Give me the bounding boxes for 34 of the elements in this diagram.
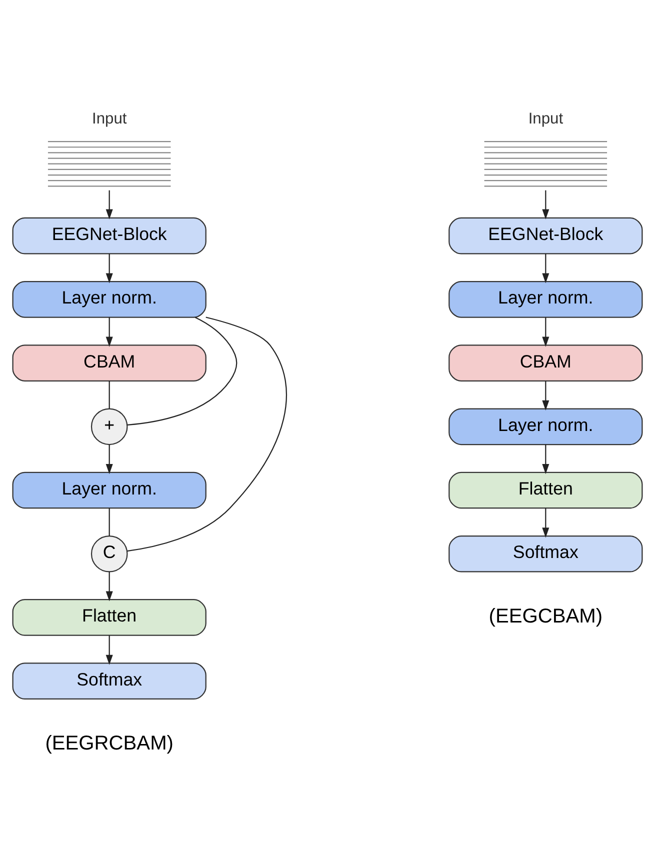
node-text: Input bbox=[528, 110, 564, 128]
arrow bbox=[542, 190, 550, 220]
node-box: Layer norm. bbox=[448, 408, 643, 446]
node-box: Flatten bbox=[12, 599, 206, 636]
node-box: CBAM bbox=[12, 344, 206, 382]
arrow bbox=[542, 380, 550, 410]
node-box: Layer norm. bbox=[448, 281, 643, 318]
connector bbox=[127, 316, 287, 552]
arrow bbox=[106, 572, 113, 602]
node-box: EEGNet-Block bbox=[448, 217, 643, 254]
label: (EEGCBAM) bbox=[488, 605, 603, 628]
arrow bbox=[542, 444, 550, 474]
node-text: Input bbox=[92, 110, 127, 128]
node-box: Layer norm. bbox=[12, 281, 206, 318]
node-box: Layer norm. bbox=[12, 472, 206, 509]
node-circle: C bbox=[90, 535, 128, 572]
connector bbox=[108, 508, 110, 536]
node-box: Softmax bbox=[12, 662, 206, 700]
arrow bbox=[542, 508, 550, 538]
node-box: EEGNet-Block bbox=[12, 217, 206, 254]
arrow bbox=[542, 254, 550, 284]
node-box: CBAM bbox=[448, 344, 643, 382]
arrow bbox=[106, 444, 113, 474]
arrow bbox=[542, 317, 550, 347]
arrow bbox=[106, 635, 113, 665]
node-circle: + bbox=[90, 408, 128, 446]
connector bbox=[127, 316, 238, 426]
node-box: Softmax bbox=[448, 535, 643, 572]
arrow bbox=[106, 190, 113, 220]
connector bbox=[108, 380, 110, 409]
node-box: Flatten bbox=[448, 472, 643, 509]
label: (EEGRCBAM) bbox=[45, 732, 174, 755]
arrow bbox=[106, 254, 113, 284]
arrow bbox=[106, 317, 113, 347]
